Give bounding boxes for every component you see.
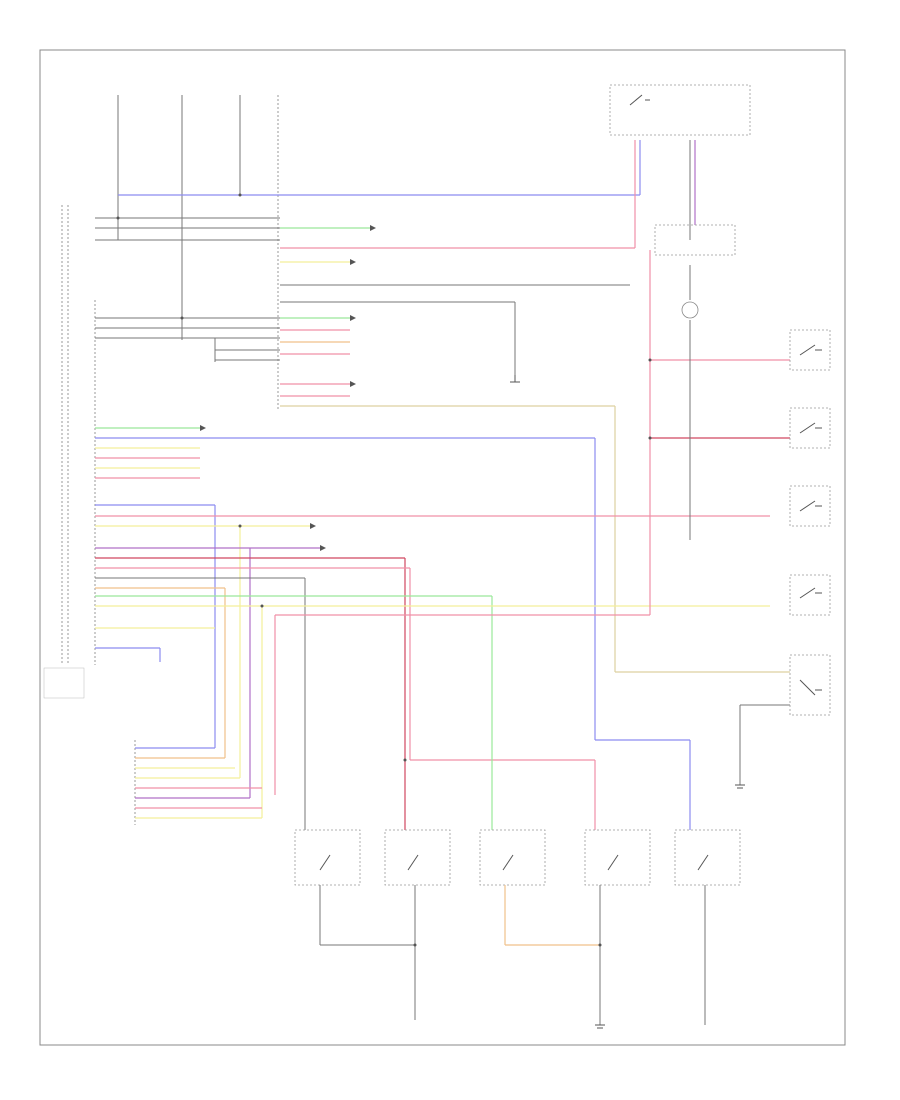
arrow-icon <box>370 225 376 231</box>
switch-box-5 <box>789 654 831 716</box>
junction-dots <box>116 193 652 947</box>
switch-box-2 <box>789 407 831 449</box>
switch-icon <box>799 587 822 599</box>
arrow-icon <box>320 545 326 551</box>
switch-icon <box>319 854 331 871</box>
junction-dot-icon <box>238 193 242 197</box>
arrow-icon <box>200 425 206 431</box>
bottom-switch-3 <box>479 829 546 886</box>
junction-dot-icon <box>598 943 602 947</box>
diagram-border <box>39 49 846 1046</box>
arrow-icon <box>310 523 316 529</box>
right-switch-runs <box>649 140 790 785</box>
bulb-icon <box>681 301 699 319</box>
switch-icon <box>799 679 822 696</box>
switch-icon <box>629 94 650 106</box>
bottom-switch-boxes <box>294 829 741 886</box>
bottom-switch-symbols <box>319 854 709 871</box>
right-switch-symbols <box>629 94 822 696</box>
lower-connector <box>134 740 262 825</box>
switch-box-1 <box>789 329 831 371</box>
fuse-feeds <box>117 95 279 410</box>
switch-icon <box>407 854 419 871</box>
switch-box-4 <box>789 574 831 616</box>
switch-icon <box>697 854 709 871</box>
switch-icon <box>799 344 822 356</box>
ground-icon <box>595 1024 605 1029</box>
ground-icon <box>510 375 520 383</box>
switch-icon <box>607 854 619 871</box>
arrow-icon <box>350 315 356 321</box>
top-switch-box <box>609 84 751 136</box>
arrow-icon <box>350 259 356 265</box>
junction-dot-icon <box>238 524 242 528</box>
ecu-output-runs <box>95 427 770 830</box>
bottom-switch-2 <box>384 829 451 886</box>
control-unit <box>43 205 96 699</box>
gray-harness <box>95 217 630 375</box>
bottom-switch-4 <box>584 829 651 886</box>
upper-wire-runs <box>118 140 790 673</box>
bottom-switch-1 <box>294 829 361 886</box>
ground-symbols <box>510 375 745 1029</box>
junction-dot-icon <box>648 358 652 362</box>
switch-box-3 <box>789 485 831 527</box>
bottom-ground-runs <box>319 885 706 1025</box>
relay-box <box>654 224 736 256</box>
junction-dot-icon <box>180 316 184 320</box>
junction-dot-icon <box>413 943 417 947</box>
junction-dot-icon <box>648 436 652 440</box>
ground-icon <box>735 784 745 789</box>
control-unit-label-box <box>43 667 85 699</box>
arrow-markers <box>200 225 376 551</box>
arrow-icon <box>350 381 356 387</box>
right-switch-boxes <box>789 329 831 716</box>
junction-dot-icon <box>116 216 120 220</box>
bottom-switch-5 <box>674 829 741 886</box>
switch-icon <box>799 422 822 434</box>
junction-dot-icon <box>260 604 264 608</box>
junction-dot-icon <box>403 758 407 762</box>
switch-icon <box>799 500 822 512</box>
switch-icon <box>502 854 514 871</box>
